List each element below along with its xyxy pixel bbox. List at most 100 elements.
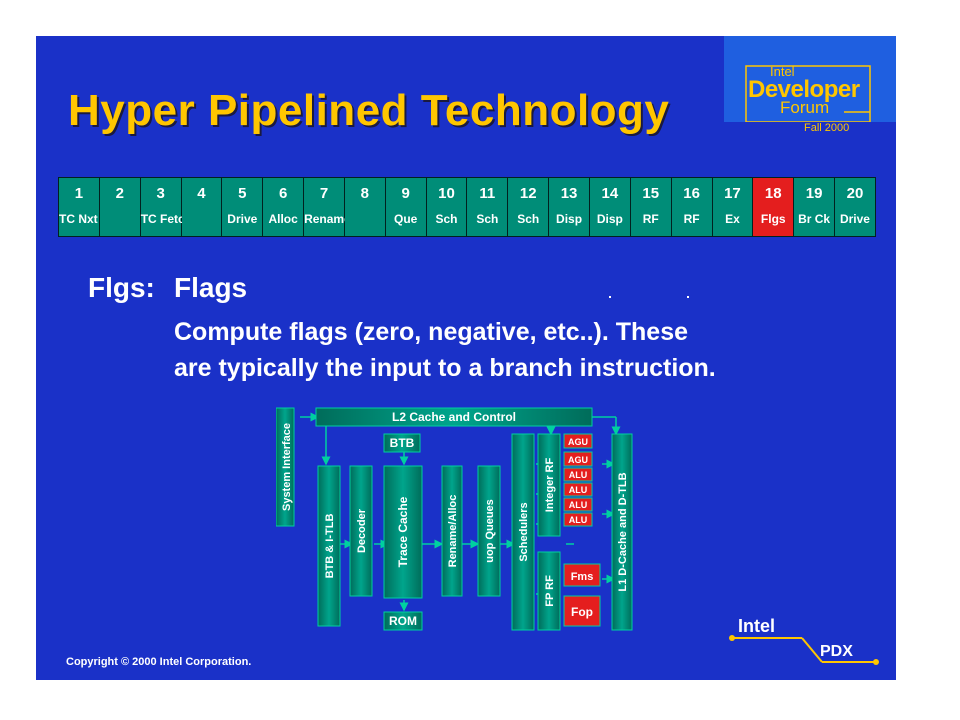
stage-number: 6	[278, 185, 288, 202]
logo-frame-icon	[745, 65, 871, 122]
l2-cache-label: L2 Cache and Control	[392, 410, 516, 424]
stage-number: 13	[560, 185, 578, 202]
stage-label: Sch	[476, 212, 499, 226]
l1-dcache-label: L1 D-Cache and D-TLB	[617, 472, 629, 591]
fms-label: Fms	[571, 571, 594, 583]
pipeline-stage: 3 TC Fetch	[140, 178, 193, 236]
diagram-labels: L2 Cache and Control System Interface BT…	[281, 410, 629, 628]
stage-label: Ex	[725, 212, 740, 226]
stage-label: Br Ck	[798, 212, 831, 226]
system-interface-label: System Interface	[281, 423, 293, 511]
stage-number: 5	[238, 185, 247, 202]
stage-label: Que	[394, 212, 418, 226]
btb-itlb-label: BTB & I-TLB	[324, 514, 336, 579]
integer-rf-label: Integer RF	[544, 458, 556, 513]
stage-label: Sch	[517, 212, 540, 226]
pdx-logo-dot-icon	[873, 659, 879, 665]
alu-label: ALU	[569, 515, 588, 525]
pdx-logo-lines-icon	[732, 637, 876, 663]
stage-label: RF	[683, 212, 700, 226]
logo-intel-text: Intel	[770, 64, 795, 79]
stage-number: 7	[319, 185, 329, 202]
stage-label: TC Nxt IP	[59, 212, 113, 226]
stage-number: 11	[479, 185, 496, 202]
stage-number: 3	[156, 185, 165, 202]
stage-label: Flgs	[760, 212, 786, 226]
term-name: Flags	[174, 272, 248, 303]
pipeline-block-diagram: L2 Cache and Control System Interface BT…	[276, 407, 633, 631]
term-description: Compute flags (zero, negative, etc..). T…	[174, 314, 716, 386]
stage-number: 18	[764, 185, 782, 202]
alu-label: ALU	[569, 485, 588, 495]
stage-number: 20	[846, 185, 864, 202]
stage-number: 12	[519, 185, 537, 202]
uop-queues-label: uop Queues	[484, 499, 496, 563]
logo-season-text: Fall 2000	[804, 122, 850, 134]
stage-number: 17	[724, 185, 741, 202]
slide: Hyper Pipelined Technology Intel Develop…	[36, 36, 896, 680]
copyright-notice: Copyright © 2000 Intel Corporation.	[66, 656, 252, 668]
stage-label: Rename	[304, 212, 351, 226]
stage-label: TC Fetch	[140, 212, 193, 226]
stage-number: 10	[438, 185, 455, 202]
agu-label: AGU	[568, 437, 588, 447]
stage-label: Drive	[227, 212, 258, 226]
stage-number: 4	[197, 185, 206, 202]
stage-number: 9	[401, 185, 410, 202]
stage-label: Disp	[556, 212, 583, 226]
slide-title: Hyper Pipelined Technology	[68, 86, 670, 135]
stage-number: 16	[683, 185, 700, 202]
stage-number: 8	[360, 185, 369, 202]
description-line-2: are typically the input to a branch inst…	[174, 354, 716, 382]
stray-dot	[609, 296, 611, 298]
decoder-label: Decoder	[356, 508, 368, 553]
intel-pdx-logo: Intel PDX	[729, 616, 879, 665]
term-abbreviation: Flgs:	[88, 272, 155, 303]
pipeline-stage: 2	[99, 178, 141, 236]
alu-label: ALU	[569, 470, 588, 480]
pipeline-stage: 8	[344, 178, 386, 236]
stage-number: 14	[601, 185, 619, 202]
stage-label: Drive	[839, 212, 870, 226]
pipeline-stage: 4	[181, 178, 223, 236]
pdx-logo-intel-text: Intel	[738, 616, 775, 636]
trace-cache-label: Trace Cache	[396, 496, 410, 567]
agu-label: AGU	[568, 455, 588, 465]
stage-label: Sch	[435, 212, 458, 226]
pdx-logo-dot-icon	[729, 635, 735, 641]
stage-label: Disp	[596, 212, 623, 226]
fp-rf-label: FP RF	[544, 575, 556, 607]
rename-alloc-label: Rename/Alloc	[447, 495, 459, 568]
stage-number: 15	[642, 185, 660, 202]
diagram-blocks	[276, 407, 633, 631]
description-line-1: Compute flags (zero, negative, etc..). T…	[174, 318, 689, 346]
logo-developer-text: Developer	[748, 76, 860, 103]
intel-developer-forum-logo: Intel Developer Forum Fall 2000	[724, 36, 896, 134]
schedulers-label: Schedulers	[518, 502, 530, 561]
stage-label: Alloc	[268, 212, 298, 226]
alu-label: ALU	[569, 500, 588, 510]
btb-label: BTB	[390, 436, 415, 450]
stage-number: 2	[115, 185, 124, 202]
stage-label: RF	[642, 212, 659, 226]
pdx-logo-pdx-text: PDX	[820, 643, 853, 660]
fop-label: Fop	[571, 605, 593, 619]
rom-label: ROM	[389, 614, 417, 628]
